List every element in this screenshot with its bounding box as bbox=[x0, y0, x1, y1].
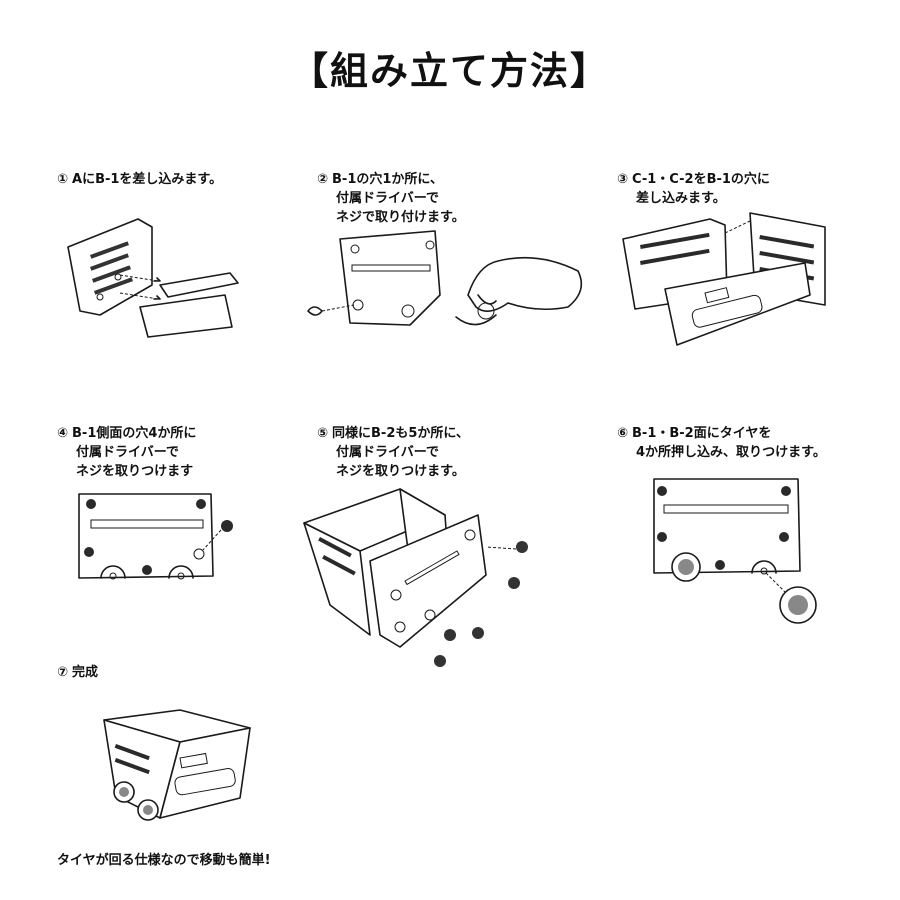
step-4-number: ④ bbox=[57, 426, 69, 441]
step-7-number: ⑦ bbox=[57, 665, 69, 680]
step-2-line-1: B-1の穴1か所に、 bbox=[332, 172, 444, 187]
step-3-illustration bbox=[622, 212, 826, 346]
page-title: 【組み立て方法】 bbox=[289, 49, 610, 93]
step-1-text: AにB-1を差し込みます。 bbox=[72, 172, 223, 187]
step-4-illustration bbox=[78, 493, 233, 580]
step-5-line-1: 同様にB-2も5か所に、 bbox=[332, 426, 470, 441]
step-3-number: ③ bbox=[617, 172, 629, 187]
step-7-illustration bbox=[103, 709, 251, 821]
step-3-line-2: 差し込みます。 bbox=[636, 191, 726, 206]
step-3-line-1: C-1・C-2をB-1の穴に bbox=[632, 172, 770, 187]
step-7-text: 完成 bbox=[72, 665, 99, 680]
step-2-illustration bbox=[307, 230, 583, 326]
step-2-line-3: ネジで取り付けます。 bbox=[336, 210, 465, 225]
footer-note: タイヤが回る仕様なので移動も簡単! bbox=[57, 853, 271, 868]
step-6-line-2: 4か所押し込み、取りつけます。 bbox=[636, 445, 826, 460]
step-5-line-2: 付属ドライバーで bbox=[336, 445, 439, 460]
step-1-illustration bbox=[67, 218, 239, 338]
step-6-illustration bbox=[653, 478, 817, 624]
step-5-illustration bbox=[303, 488, 528, 667]
step-5-number: ⑤ bbox=[317, 426, 329, 441]
step-5-line-3: ネジを取りつけます。 bbox=[336, 464, 465, 479]
step-6-line-1: B-1・B-2面にタイヤを bbox=[632, 426, 772, 441]
step-2-number: ② bbox=[317, 172, 329, 187]
step-6-number: ⑥ bbox=[617, 426, 629, 441]
step-2-line-2: 付属ドライバーで bbox=[336, 191, 439, 206]
step-4-line-3: ネジを取りつけます bbox=[76, 464, 194, 479]
step-4-line-1: B-1側面の穴4か所に bbox=[72, 426, 197, 441]
step-1-number: ① bbox=[57, 172, 69, 187]
step-4-line-2: 付属ドライバーで bbox=[76, 445, 179, 460]
